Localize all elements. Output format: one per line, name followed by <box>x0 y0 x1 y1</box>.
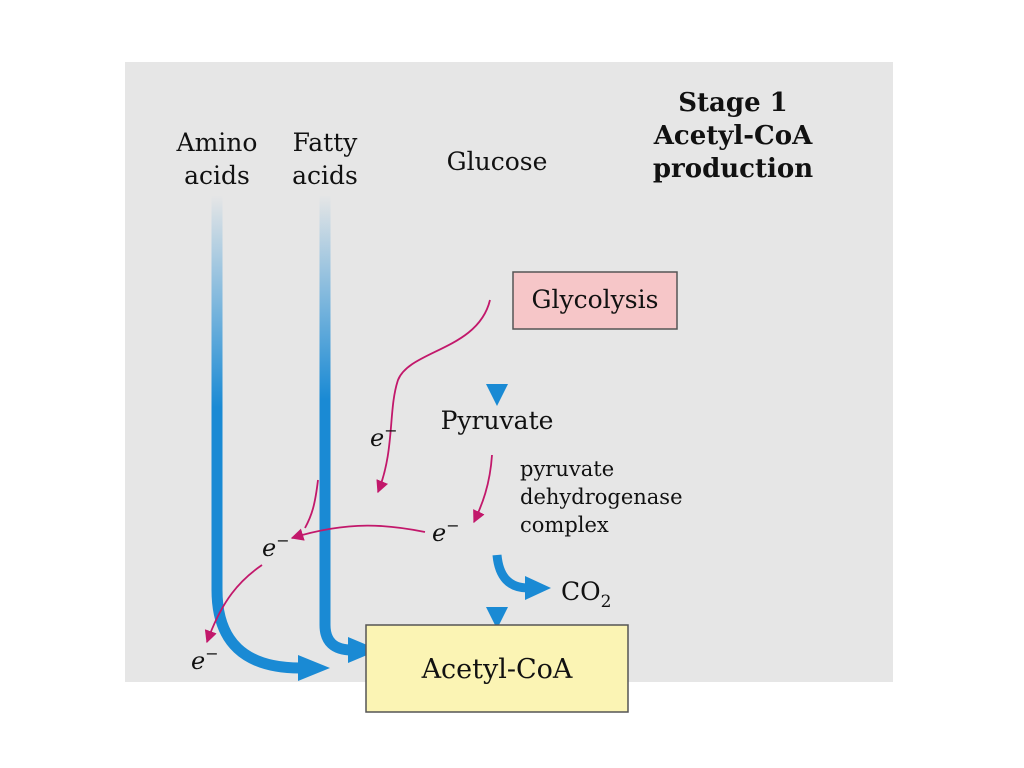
electron-label-3: e− <box>262 531 290 562</box>
enzyme-label-line2: dehydrogenase <box>520 485 683 509</box>
amino-acids-label-line2: acids <box>184 161 250 190</box>
electron-flow-fatty-source <box>304 479 319 529</box>
stage-title-line2: Acetyl-CoA <box>653 121 813 151</box>
electron-label-4: e− <box>191 644 219 675</box>
stage-title-line1: Stage 1 <box>678 88 788 118</box>
stage-title-line3: production <box>653 154 813 184</box>
acetyl-coa-label: Acetyl-CoA <box>421 654 573 685</box>
pyruvate-label: Pyruvate <box>441 406 554 435</box>
fatty-acids-label-line2: acids <box>292 161 358 190</box>
electron-label-2: e− <box>432 516 460 547</box>
amino-acids-arrow <box>211 195 301 674</box>
fatty-acids-label-line1: Fatty <box>293 128 359 157</box>
electron-flow-to-amino <box>204 564 263 644</box>
pyruvate-to-acetylcoa-arrowhead <box>486 607 508 629</box>
amino-acids-label-line1: Amino <box>176 128 258 157</box>
electron-flow-glycolysis <box>376 299 491 494</box>
glucose-label: Glucose <box>447 147 548 176</box>
co2-subscript: 2 <box>601 592 612 612</box>
enzyme-label-line3: complex <box>520 513 609 537</box>
electron-label-1: e− <box>370 421 398 452</box>
co2-base: CO <box>561 577 601 606</box>
enzyme-label-line1: pyruvate <box>520 457 614 481</box>
amino-acids-arrowhead <box>298 655 330 681</box>
glucose-to-pyruvate-arrowhead <box>486 384 508 406</box>
co2-label: CO2 <box>561 577 611 612</box>
glycolysis-label: Glycolysis <box>532 285 659 314</box>
fatty-acids-arrowhead <box>348 637 379 663</box>
electron-flow-to-fatty <box>290 524 426 541</box>
co2-arrowhead <box>525 576 551 600</box>
glycolysis-box <box>512 271 678 330</box>
co2-branch-arrow <box>492 554 529 593</box>
electron-flow-pdh <box>473 454 493 524</box>
acetyl-coa-box <box>365 624 629 713</box>
fatty-acids-arrow <box>319 195 353 656</box>
